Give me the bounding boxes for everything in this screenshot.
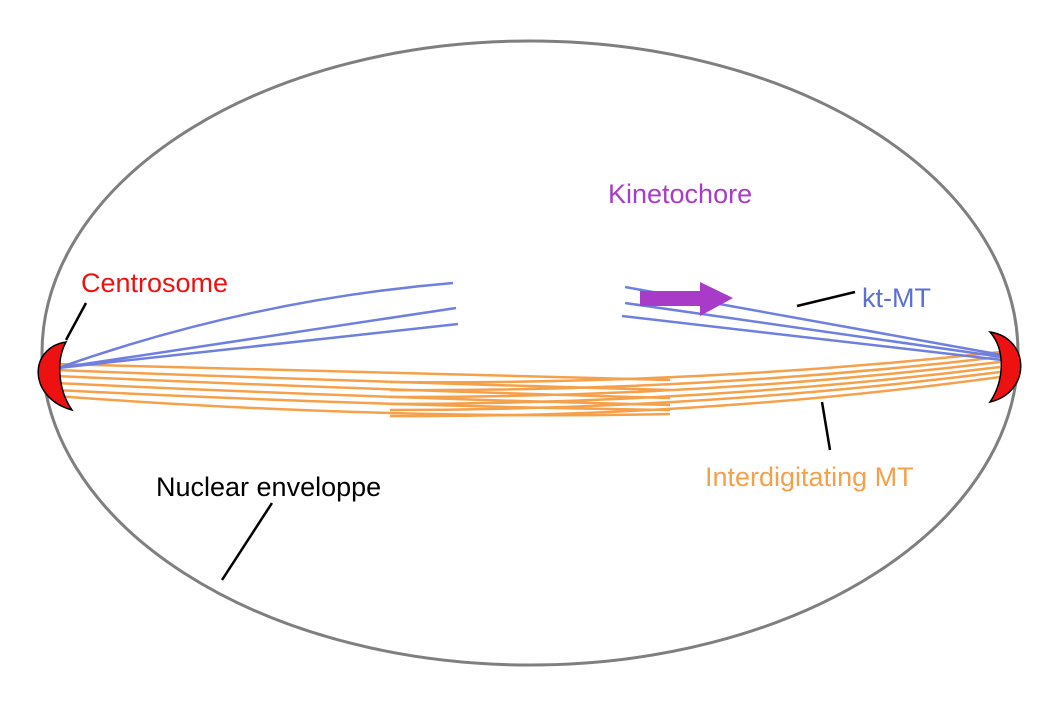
interdigitating-mt-leader	[820, 401, 832, 451]
interdigitating-mt	[389, 365, 1001, 406]
kt-mt-label: kt-MT	[862, 283, 931, 313]
interdigitating-mt	[54, 362, 671, 382]
kt-mt	[624, 301, 1003, 359]
kinetochore-label: Kinetochore	[608, 179, 752, 209]
kt-mt	[621, 314, 1003, 362]
nuclear-envelope-leader	[220, 502, 274, 581]
kt-mt	[57, 322, 459, 370]
centrosome-right	[988, 330, 1022, 404]
interdigitating-mt	[54, 381, 671, 407]
interdigitating-mt	[54, 388, 671, 412]
kt-mt-left-bundle	[57, 281, 459, 370]
kt-mt-leader	[796, 290, 856, 308]
interdigitating-mt	[54, 374, 671, 400]
nuclear-envelope-label: Nuclear enveloppe	[156, 472, 381, 502]
kt-mt	[57, 281, 454, 370]
interdigitating-mt-label: Interdigitating MT	[705, 462, 914, 492]
interdigitating-mt-right-bundle	[389, 350, 1001, 418]
centrosome-leader	[64, 302, 88, 341]
interdigitating-mt	[54, 394, 671, 417]
interdigitating-mt	[389, 360, 1001, 399]
poleward-arrow	[640, 282, 733, 316]
interdigitating-mt	[389, 350, 1001, 384]
interdigitating-mt	[389, 375, 1001, 418]
centrosome-label: Centrosome	[81, 268, 228, 298]
centrosome-left	[37, 341, 74, 412]
interdigitating-mt	[389, 370, 1001, 412]
leader-lines	[64, 290, 856, 581]
interdigitating-mt	[389, 355, 1001, 392]
kt-mt	[57, 306, 457, 370]
